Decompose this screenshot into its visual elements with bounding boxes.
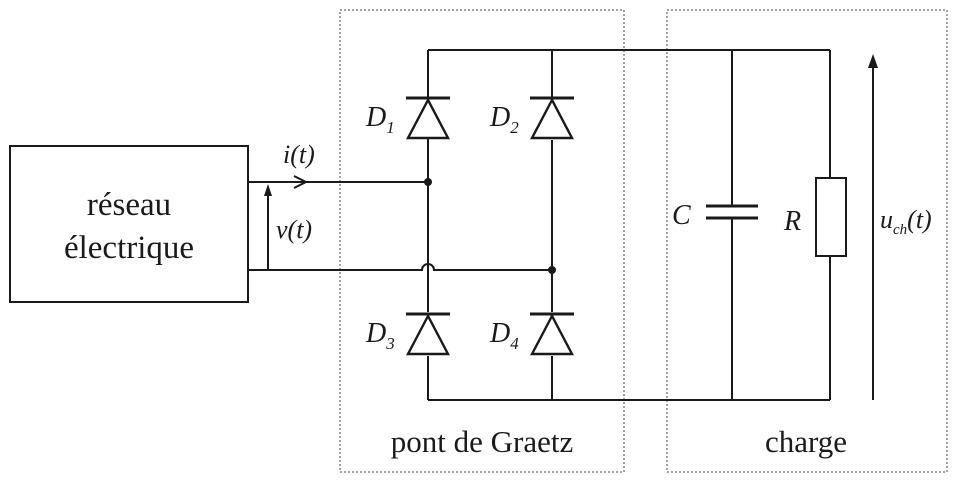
load-frame xyxy=(666,9,948,473)
diode-label-d2: D2 xyxy=(489,102,519,137)
source-label-line1: réseau xyxy=(87,187,171,223)
voltage-arrow-head xyxy=(264,184,272,196)
output-voltage-arrow-head xyxy=(868,54,878,68)
diode-d3 xyxy=(406,312,450,356)
voltage-label: v(t) xyxy=(276,215,312,244)
junction-top-input xyxy=(424,178,432,186)
diode-d4 xyxy=(530,312,574,356)
diode-d1 xyxy=(406,96,450,140)
output-voltage-label: uch(t) xyxy=(880,205,932,238)
load-label: charge xyxy=(765,424,847,459)
current-label: i(t) xyxy=(283,140,315,169)
diode-label-d4: D4 xyxy=(489,318,519,353)
current-arrow-head xyxy=(293,175,309,189)
diode-label-d1: D1 xyxy=(365,102,395,137)
capacitor xyxy=(706,50,758,400)
resistor xyxy=(815,50,847,400)
diode-d2 xyxy=(530,96,574,140)
resistor-label: R xyxy=(783,206,801,237)
input-wire-bottom xyxy=(248,263,552,271)
bridge-label: pont de Graetz xyxy=(391,424,573,459)
source-label-line2: électrique xyxy=(64,230,194,266)
source-box xyxy=(9,145,249,303)
capacitor-label: C xyxy=(672,200,691,231)
junction-bottom-input xyxy=(548,266,556,274)
diode-label-d3: D3 xyxy=(365,318,395,353)
bridge-frame xyxy=(339,9,625,473)
